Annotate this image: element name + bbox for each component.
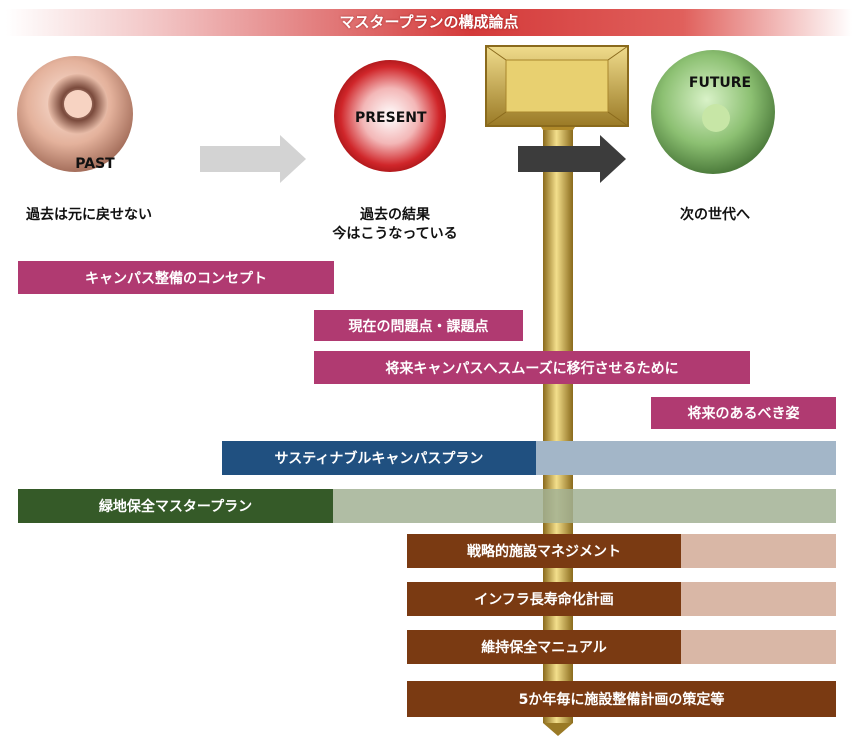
ideal-future-bar: 将来のあるべき姿 — [651, 397, 836, 429]
sustainable-plan-extension — [536, 441, 836, 475]
sustainable-plan-bar: サスティナブルキャンパスプラン — [222, 441, 536, 475]
past-caption: 過去は元に戻せない — [26, 207, 152, 223]
present-caption-line2: 今はこうなっている — [332, 226, 458, 242]
current-issues-bar: 現在の問題点・課題点 — [314, 310, 523, 341]
green-plan-extension — [333, 489, 836, 523]
stake-icon — [485, 45, 629, 736]
campus-concept-bar: キャンパス整備のコンセプト — [18, 261, 334, 294]
title-bar: マスタープランの構成論点 — [6, 9, 852, 36]
arrow-present-future-icon — [518, 135, 626, 183]
past-label: PAST — [75, 156, 115, 172]
present-label: PRESENT — [355, 110, 427, 126]
future-circle — [651, 50, 775, 174]
smooth-transition-bar: 将来キャンパスへスムーズに移行させるために — [314, 351, 750, 384]
five-year-plan-bar: 5か年毎に施設整備計画の策定等 — [407, 681, 836, 717]
future-caption: 次の世代へ — [680, 207, 750, 223]
infra-longevity-bar: インフラ長寿命化計画 — [407, 582, 681, 616]
strategic-mgmt-bar: 戦略的施設マネジメント — [407, 534, 681, 568]
infra-longevity-extension — [681, 582, 836, 616]
past-circle — [17, 56, 133, 172]
future-label: FUTURE — [688, 75, 752, 91]
strategic-mgmt-extension — [681, 534, 836, 568]
present-caption-line1: 過去の結果 — [360, 207, 430, 223]
green-plan-bar: 緑地保全マスタープラン — [18, 489, 333, 523]
maintenance-manual-extension — [681, 630, 836, 664]
maintenance-manual-bar: 維持保全マニュアル — [407, 630, 681, 664]
present-circle — [334, 60, 446, 172]
arrow-past-present-icon — [200, 135, 306, 183]
